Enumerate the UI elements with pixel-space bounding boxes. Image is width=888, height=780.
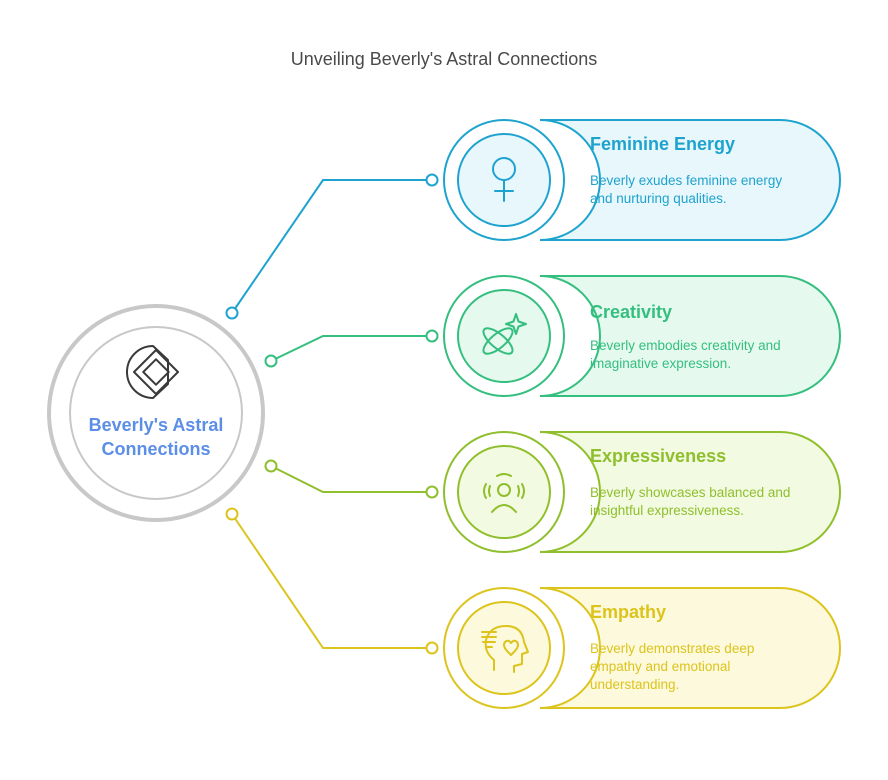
connector-creativity — [264, 329, 439, 368]
person-radiating-icon — [483, 473, 525, 513]
card-title-creativity: Creativity — [590, 302, 673, 322]
center-label: Beverly's Astral Connections — [88, 415, 224, 459]
card-desc-empathy: Beverly demonstrates deep empathy and em… — [590, 641, 755, 692]
connector-expressiveness — [264, 459, 439, 499]
card-title-expressiveness: Expressiveness — [590, 446, 727, 466]
connector-empathy — [225, 507, 439, 655]
female-symbol-icon — [492, 157, 516, 202]
center-node — [47, 304, 265, 522]
connector-feminine-energy — [225, 173, 439, 320]
emblem-icon — [126, 345, 179, 399]
card-expressiveness — [443, 431, 841, 553]
head-heart-icon — [481, 625, 529, 673]
card-title-empathy: Empathy — [590, 602, 667, 622]
creativity-atom-sparkle-icon — [482, 313, 527, 355]
card-desc-creativity: Beverly embodies creativity and imaginat… — [590, 338, 781, 371]
card-desc-feminine-energy: Beverly exudes feminine energy and nurtu… — [590, 173, 783, 206]
card-desc-expressiveness: Beverly showcases balanced and insightfu… — [590, 485, 791, 518]
diagram-title: Unveiling Beverly's Astral Connections — [290, 49, 598, 69]
card-title-feminine-energy: Feminine Energy — [590, 134, 736, 154]
